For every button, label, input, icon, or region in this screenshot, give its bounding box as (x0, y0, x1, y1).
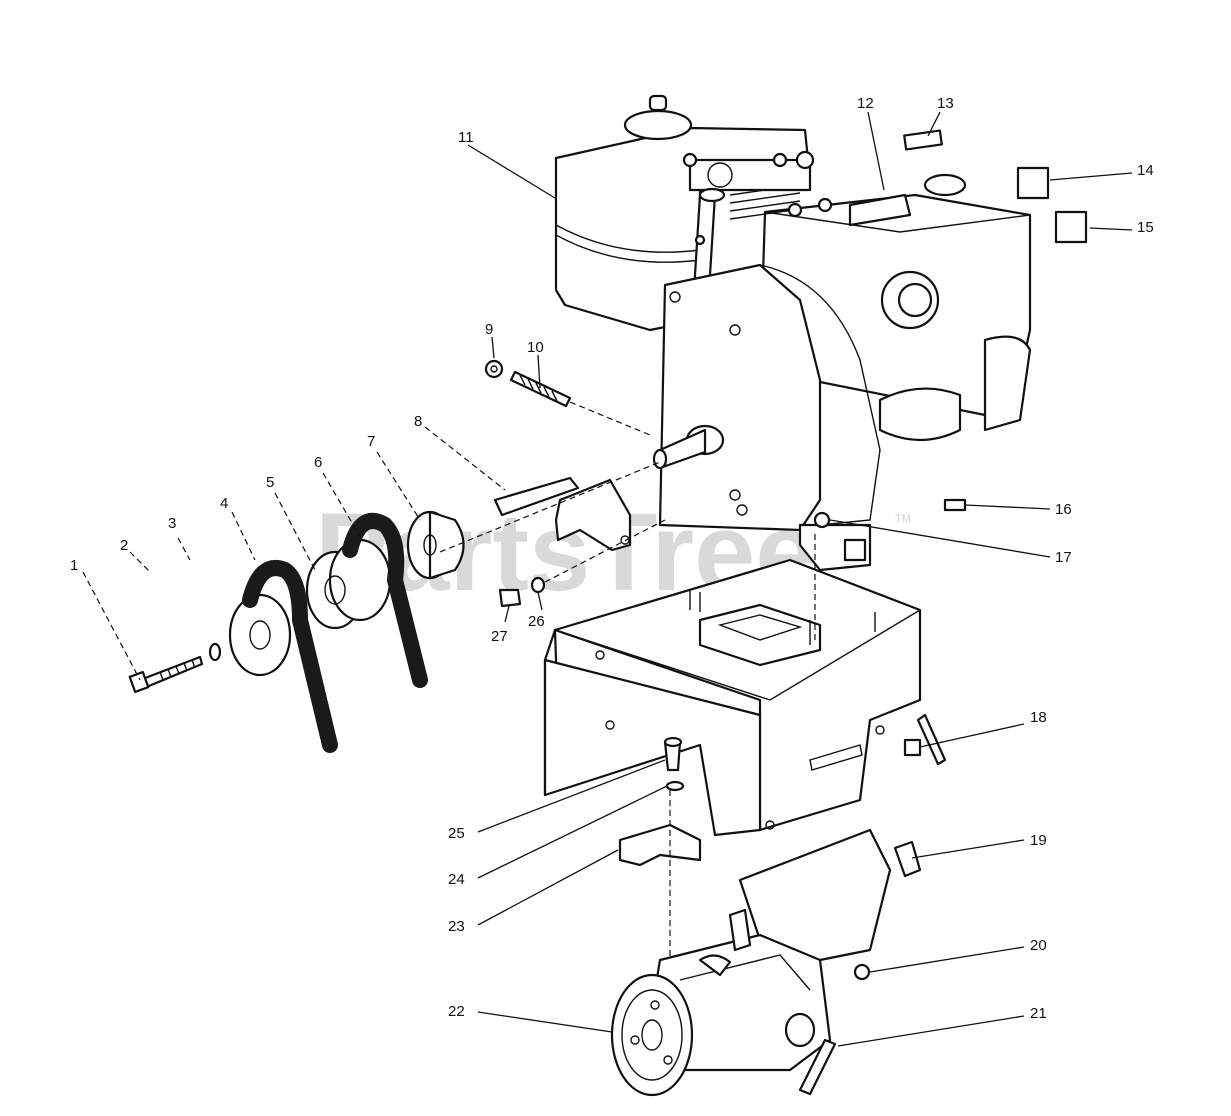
callout-11: 11 (458, 129, 474, 146)
callout-16: 16 (1055, 501, 1072, 518)
engine (652, 150, 1032, 572)
callout-13: 13 (937, 95, 954, 112)
callout-17: 17 (1055, 549, 1072, 566)
frame-housing (543, 558, 922, 837)
hardware-upper (484, 359, 967, 529)
watermark-tm: TM (895, 513, 911, 525)
mount-bracket (618, 736, 702, 867)
callout-10: 10 (527, 339, 544, 356)
callout-22: 22 (448, 1003, 465, 1020)
callout-2: 2 (120, 537, 128, 554)
callout-23: 23 (448, 918, 465, 935)
callout-24: 24 (448, 871, 465, 888)
leader-lines (82, 111, 1133, 1047)
callout-21: 21 (1030, 1005, 1047, 1022)
callout-7: 7 (367, 433, 375, 450)
callout-4: 4 (220, 495, 228, 512)
callout-labels: 1 2 3 4 5 6 7 8 9 10 11 12 13 14 15 16 1… (70, 95, 1154, 1022)
callout-5: 5 (266, 474, 274, 491)
callout-1: 1 (70, 557, 78, 574)
callout-9: 9 (485, 321, 493, 338)
transmission (610, 828, 892, 1097)
callout-3: 3 (168, 515, 176, 532)
callout-26: 26 (528, 613, 545, 630)
callout-12: 12 (857, 95, 874, 112)
callout-25: 25 (448, 825, 465, 842)
hardware-mid (498, 576, 546, 608)
callout-20: 20 (1030, 937, 1047, 954)
callout-6: 6 (314, 454, 322, 471)
callout-18: 18 (1030, 709, 1047, 726)
callout-8: 8 (414, 413, 422, 430)
callout-27: 27 (491, 628, 508, 645)
callout-14: 14 (1137, 162, 1154, 179)
decals (903, 129, 1088, 244)
hardware-right (798, 713, 947, 1096)
pulley-assembly (128, 510, 465, 753)
callout-15: 15 (1137, 219, 1154, 236)
callout-19: 19 (1030, 832, 1047, 849)
